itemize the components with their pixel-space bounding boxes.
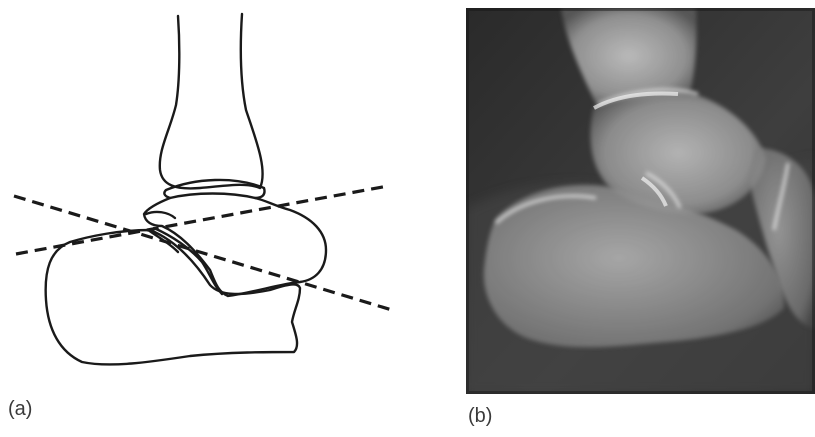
xray-panel xyxy=(466,8,815,394)
caption-a: (a) xyxy=(8,398,32,421)
lateral-ankle-radiograph xyxy=(466,8,815,394)
talus-dome xyxy=(164,180,264,198)
dashed-line-descending xyxy=(14,196,392,310)
talus-small-curve xyxy=(146,212,175,218)
calcaneus-outline xyxy=(46,230,300,364)
caption-b: (b) xyxy=(468,405,492,428)
line-drawing-panel: (a) xyxy=(0,0,420,437)
dashed-line-ascending xyxy=(16,186,388,254)
tibia-outline xyxy=(160,14,263,188)
ankle-line-drawing xyxy=(0,0,420,437)
